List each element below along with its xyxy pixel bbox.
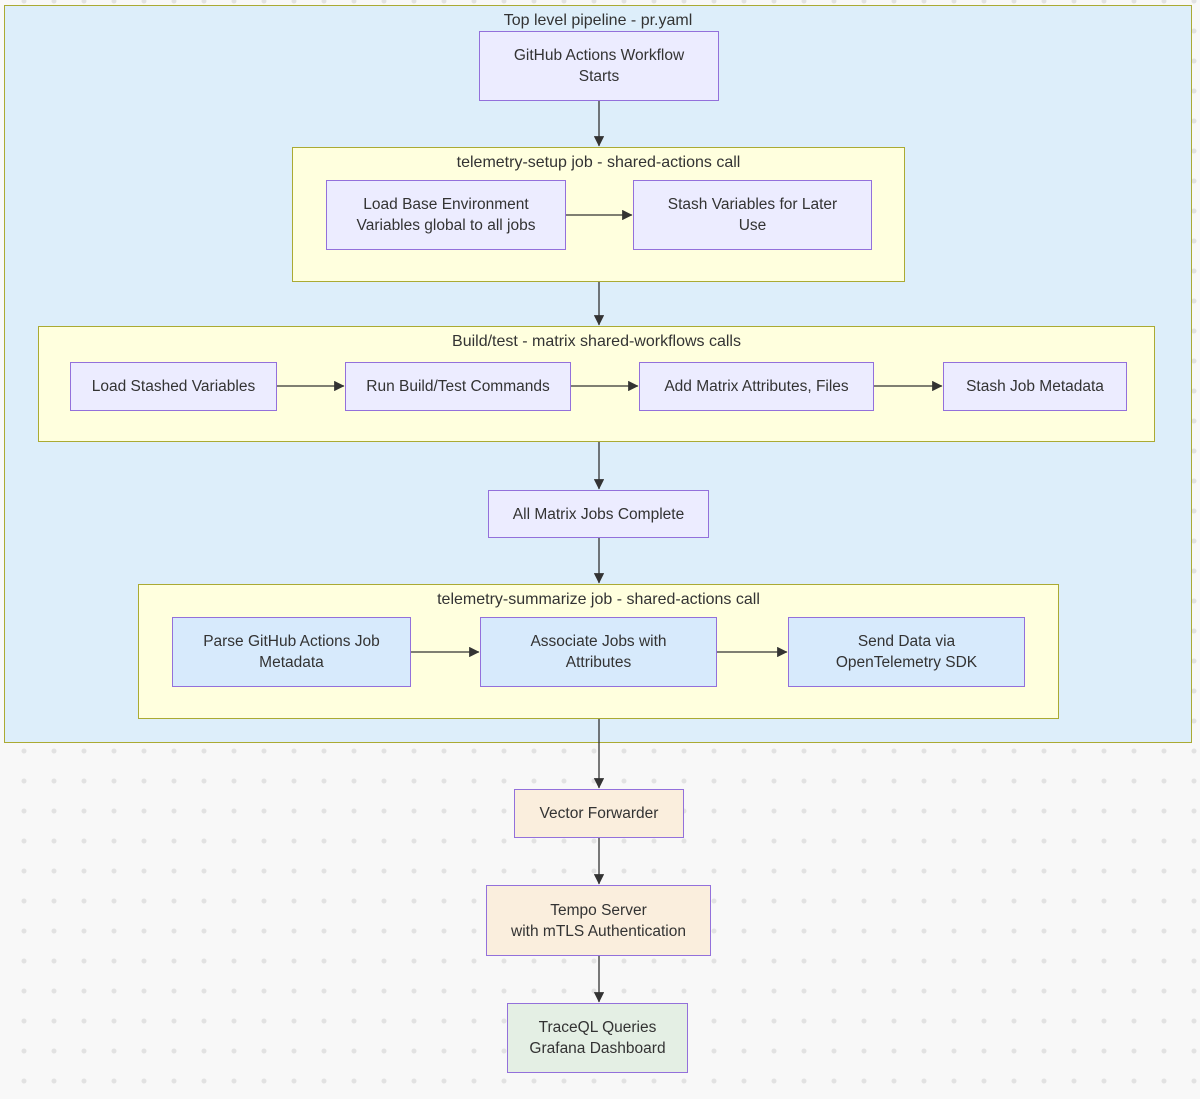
node-stash-job-metadata: Stash Job Metadata — [943, 362, 1127, 411]
node-add-matrix-attributes-files: Add Matrix Attributes, Files — [639, 362, 874, 411]
node-parse-github-actions-job-metadata: Parse GitHub Actions Job Metadata — [172, 617, 411, 687]
node-load-stashed-variables: Load Stashed Variables — [70, 362, 277, 411]
node-vector-forwarder: Vector Forwarder — [514, 789, 684, 838]
cluster-title-telemetry-setup-job: telemetry-setup job - shared-actions cal… — [456, 154, 741, 171]
node-load-base-environment-variables: Load Base Environment Variables global t… — [326, 180, 566, 250]
node-stash-variables-for-later-use: Stash Variables for Later Use — [633, 180, 872, 250]
cluster-title-build-test-matrix: Build/test - matrix shared-workflows cal… — [452, 333, 741, 350]
cluster-title-top-level-pipeline: Top level pipeline - pr.yaml — [503, 12, 693, 29]
node-tempo-server-mtls: Tempo Server with mTLS Authentication — [486, 885, 711, 956]
node-run-build-test-commands: Run Build/Test Commands — [345, 362, 571, 411]
node-all-matrix-jobs-complete: All Matrix Jobs Complete — [488, 490, 709, 538]
node-traceql-queries-grafana-dashboard: TraceQL Queries Grafana Dashboard — [507, 1003, 688, 1073]
node-send-data-via-opentelemetry-sdk: Send Data via OpenTelemetry SDK — [788, 617, 1025, 687]
node-github-actions-workflow-starts: GitHub Actions Workflow Starts — [479, 31, 719, 101]
cluster-title-telemetry-summarize-job: telemetry-summarize job - shared-actions… — [437, 591, 760, 608]
node-associate-jobs-with-attributes: Associate Jobs with Attributes — [480, 617, 717, 687]
